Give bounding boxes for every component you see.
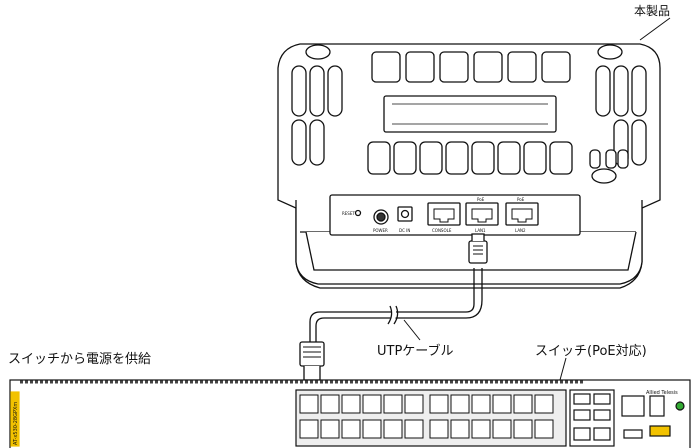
switch-leader (559, 357, 567, 381)
switch-brand-text: Allied Telesis (646, 390, 678, 396)
switch-model-text: AT-x530-28GPXm (13, 402, 19, 445)
switch-power-label: スイッチから電源を供給 (8, 352, 152, 367)
lan2-port-label: LAN2 (515, 228, 526, 233)
power-port-label: POWER (373, 228, 388, 233)
dcin-port-label: DC IN (399, 228, 410, 233)
lan2-poe-label: PoE (517, 197, 525, 202)
access-point-device (277, 43, 661, 289)
switch-label: スイッチ(PoE対応) (535, 344, 647, 359)
product-leader (639, 17, 671, 41)
switch-ports (299, 394, 554, 439)
lan1-port-label: LAN1 (475, 228, 486, 233)
utp-cable (299, 233, 488, 381)
cable-label: UTPケーブル (377, 344, 454, 359)
console-port-label: CONSOLE (432, 228, 452, 233)
product-label: 本製品 (634, 4, 671, 18)
reset-port-label: RESET (342, 211, 355, 216)
lan1-poe-label: PoE (477, 197, 485, 202)
